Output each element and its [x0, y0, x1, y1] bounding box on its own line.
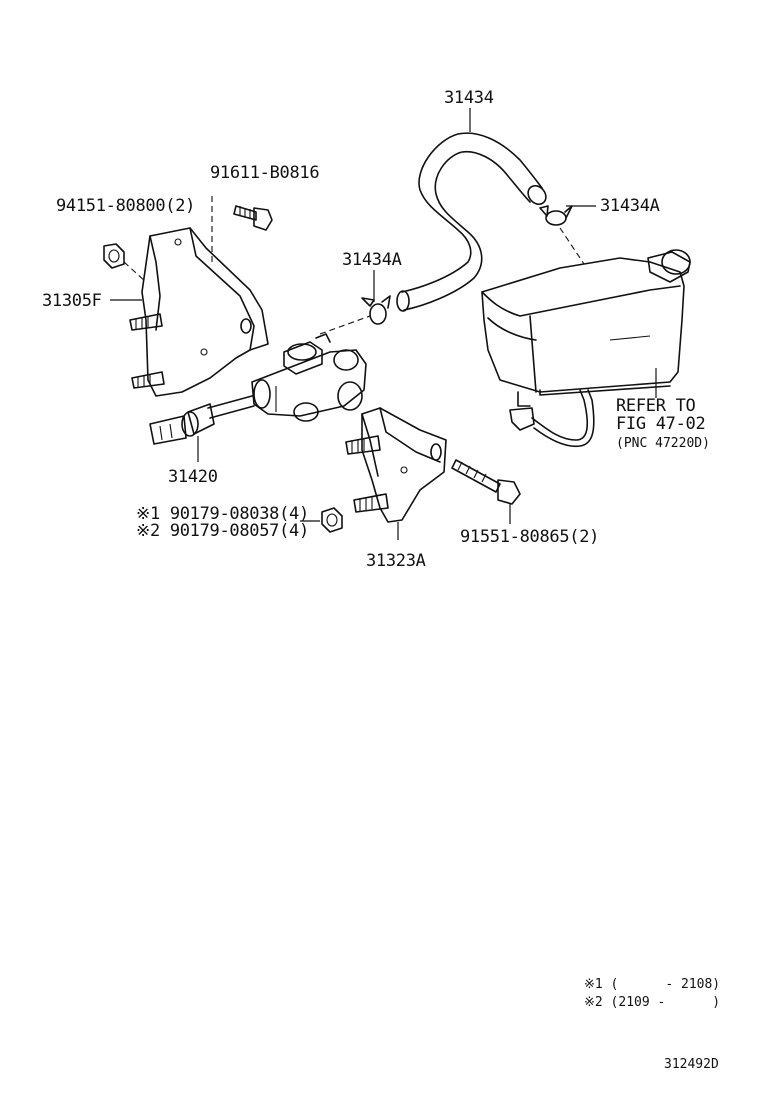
nut-94151 — [103, 243, 125, 269]
label-90179-2: ※2 90179-08057(4) — [136, 521, 309, 541]
clamp-31434A-right — [539, 205, 573, 226]
label-90179-1: ※1 90179-08038(4) — [136, 504, 309, 524]
nut-90179 — [321, 507, 343, 533]
bolt-91611 — [233, 205, 273, 231]
clamp-31434A-left — [361, 295, 391, 325]
bolt-91551 — [451, 459, 521, 505]
reservoir-tank — [481, 249, 691, 448]
label-31434A-left: 31434A — [342, 250, 402, 270]
label-refer-1: REFER TO — [616, 396, 696, 416]
hose-31434 — [396, 132, 547, 312]
bracket-31305F — [129, 227, 269, 397]
label-31434: 31434 — [444, 88, 494, 108]
label-31323A: 31323A — [366, 551, 426, 571]
footnote-2: ※2 (2109 - ) — [584, 995, 720, 1010]
label-91551: 91551-80865(2) — [460, 527, 599, 547]
bracket-31323A — [345, 407, 447, 523]
label-31434A-right: 31434A — [600, 196, 660, 216]
leader-94151 — [123, 261, 147, 283]
leader-hose-to-cylinder — [319, 315, 371, 335]
footnote-1: ※1 ( - 2108) — [584, 977, 720, 992]
label-31420: 31420 — [168, 467, 218, 487]
label-94151: 94151-80800(2) — [56, 196, 195, 216]
label-refer-3: (PNC 47220D) — [616, 436, 710, 451]
diagram-id: 312492D — [664, 1057, 719, 1072]
leader-clamp-to-tank — [559, 227, 585, 265]
label-91611: 91611-B0816 — [210, 163, 319, 183]
label-refer-2: FIG 47-02 — [616, 414, 705, 434]
label-31305F: 31305F — [42, 291, 102, 311]
master-cylinder-31420 — [149, 333, 367, 445]
